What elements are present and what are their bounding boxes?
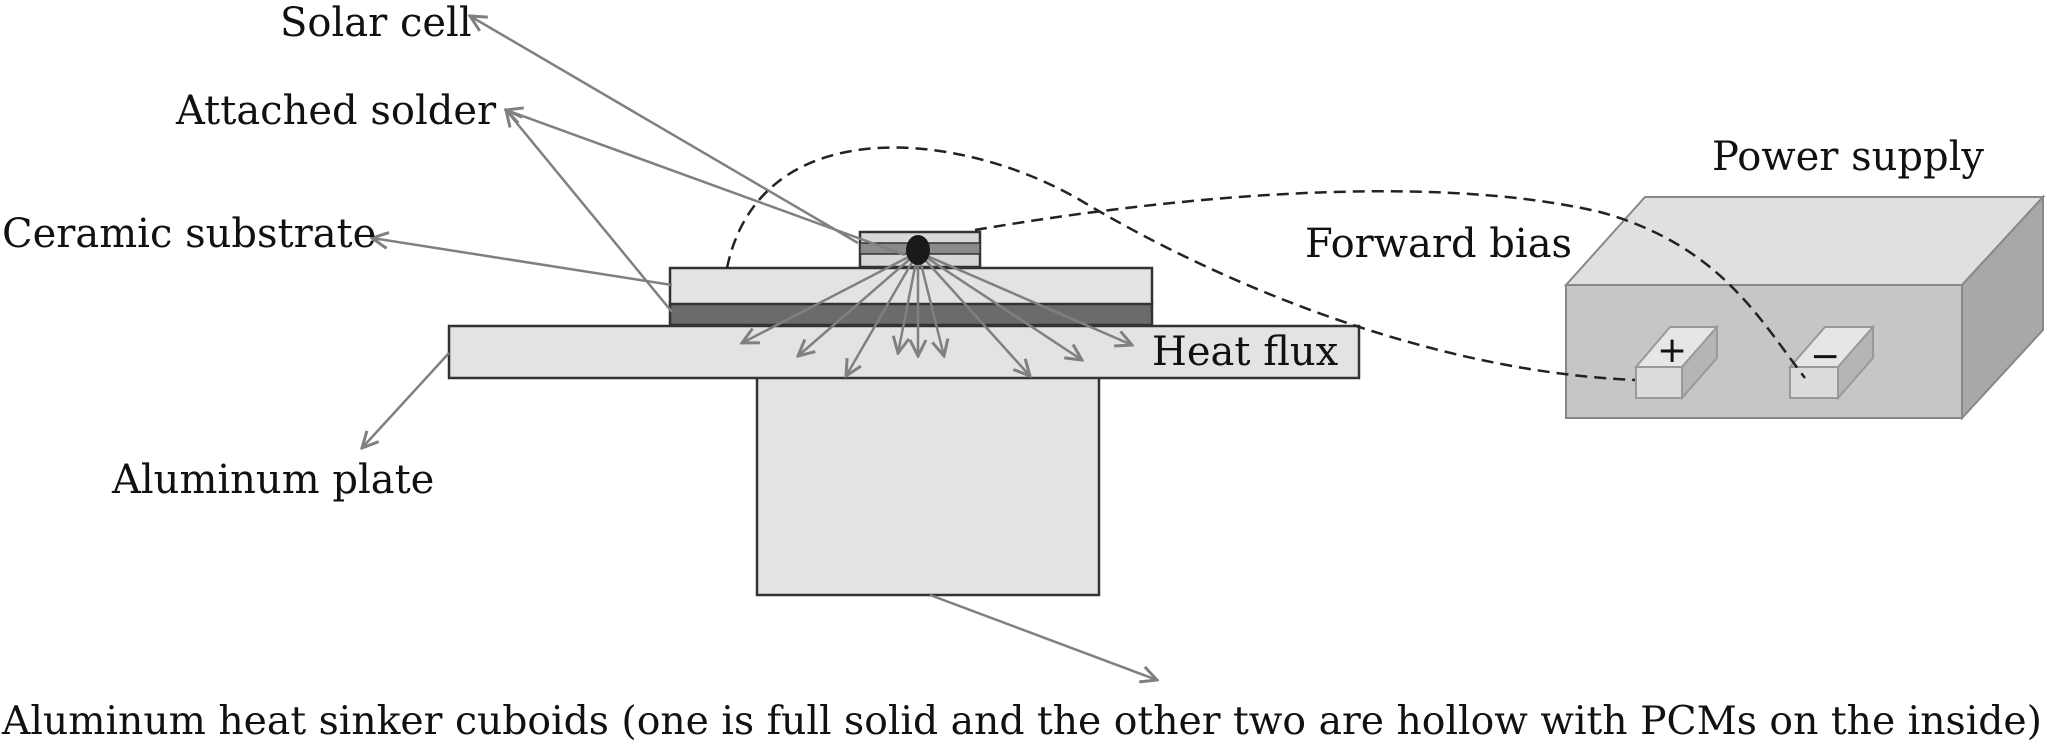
wire-to-minus [974,190,1806,379]
attached-solder-label: Attached solder [175,88,497,134]
plus-terminal [1633,324,1720,401]
plus-sign: + [1657,330,1687,371]
heat-flux-arrow [917,250,1132,345]
solder-leader-2 [506,110,673,313]
ceramic-substrate-label: Ceramic substrate [2,211,376,257]
solder-dot [906,235,930,265]
solar-cell-leader [470,16,859,245]
aluminum-plate-label: Aluminum plate [111,457,434,503]
heat-flux-arrows [742,250,1132,376]
heat-sink-cuboid [755,375,1101,597]
power-supply-front [1565,284,1963,419]
heat-flux-arrow [898,251,920,353]
heat-sink-caption: Aluminum heat sinker cuboids (one is ful… [1,699,2042,744]
heat-flux-arrow [917,250,1082,360]
heat-flux-arrow [798,251,919,356]
heat-flux-arrow [917,251,1030,376]
power-supply-top [1563,196,2046,286]
heat-flux-arrow [742,250,919,343]
solder-leader-1 [506,110,906,257]
wire-to-plus [725,146,1636,382]
power-supply-label: Power supply [1712,134,1984,180]
heat-flux-label: Heat flux [1152,329,1339,375]
heat-flux-arrow [846,251,920,376]
heat-sink-leader [929,593,1157,680]
ceramic-leader [372,238,673,287]
leader-arrows [362,16,1157,680]
solar-cell-label: Solar cell [280,0,472,46]
heat-flux-arrow [916,251,944,356]
minus-sign: − [1810,336,1840,377]
forward-bias-label: Forward bias [1305,221,1572,267]
minus-terminal [1787,324,1876,401]
plate-leader [362,352,450,448]
